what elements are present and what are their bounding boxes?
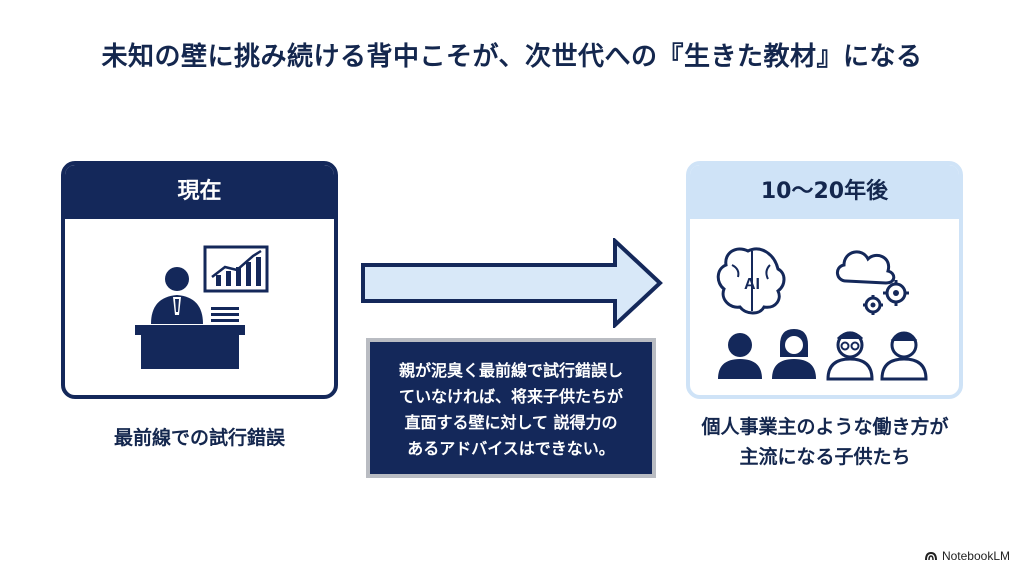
child-icon [718,333,762,379]
child-icon [772,329,816,379]
slide-title: 未知の壁に挑み続ける背中こそが、次世代への『生きた教材』になる [101,42,923,72]
future-caption-line: 個人事業主のような働き方が [701,416,949,438]
advice-line: 親が泥臭く最前線で試行錯誤し [398,361,623,380]
future-panel: 10〜20年後 AI [686,161,963,399]
advice-line: ていなければ、将来子供たちが [398,387,623,406]
advice-line: 直面する壁に対して 説得力の [404,413,618,432]
child-icon [826,331,874,381]
present-panel: 現在 [61,161,338,399]
cloud-gears-icon [836,250,909,315]
future-icons: AI [716,247,928,381]
brand-label: NotebookLM [941,549,1010,563]
future-caption: 個人事業主のような働き方が 主流になる子供たち [660,412,990,472]
advice-line: あるアドバイスはできない。 [407,439,615,458]
businessperson-at-desk-icon [135,245,269,369]
child-icon [880,331,928,381]
future-illustration: AI [690,219,959,395]
right-arrow-icon [361,238,663,328]
future-heading: 10〜20年後 [690,165,959,219]
ai-brain-icon: AI [716,247,786,315]
svg-text:AI: AI [744,276,760,293]
notebooklm-brand: NotebookLM [924,549,1010,563]
present-illustration [65,219,334,395]
notebooklm-logo-icon [924,551,937,561]
present-caption: 最前線での試行錯誤 [113,427,285,449]
advice-box: 親が泥臭く最前線で試行錯誤し ていなければ、将来子供たちが 直面する壁に対して … [366,338,656,478]
future-caption-line: 主流になる子供たち [739,446,911,468]
present-heading: 現在 [65,165,334,219]
